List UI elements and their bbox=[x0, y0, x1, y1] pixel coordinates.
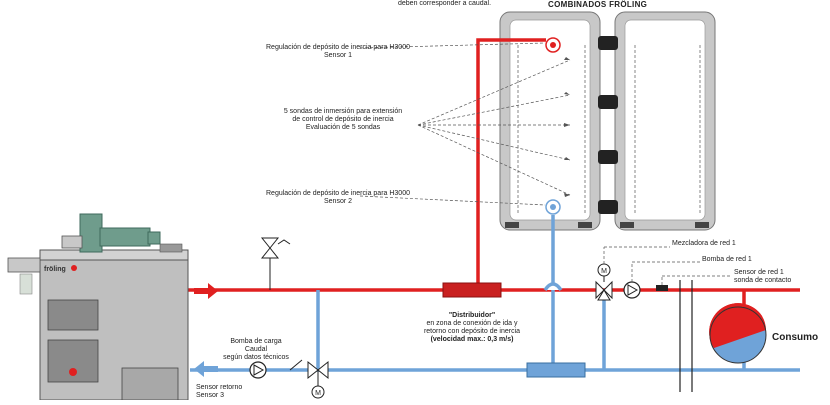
flow-arrow bbox=[194, 283, 218, 299]
motor-symbol-right: M bbox=[601, 268, 607, 275]
tanks-title: COMBINADOS FRÖLING bbox=[548, 0, 648, 9]
loading-pump bbox=[249, 361, 267, 379]
network-mixing-valve bbox=[595, 263, 613, 301]
boiler-brand: fröling bbox=[44, 266, 66, 273]
tank-connectors bbox=[598, 36, 618, 214]
mixer-label: Mezcladora de red 1 bbox=[672, 240, 736, 247]
distributor-label: "Distribuidor" en zona de conexión de id… bbox=[423, 312, 521, 343]
network-sensor-label: Sensor de red 1 sonda de contacto bbox=[734, 269, 792, 284]
loading-pump-label: Bomba de carga Caudal según datos técnic… bbox=[223, 338, 289, 361]
boiler bbox=[7, 213, 189, 401]
tank-left-inner bbox=[509, 19, 591, 221]
pump-label: Bomba de red 1 bbox=[702, 256, 752, 263]
sensor-1-label: Regulación de depósito de inercia para H… bbox=[266, 44, 410, 59]
distributor-flow bbox=[442, 282, 502, 298]
motor-symbol-left: M bbox=[315, 390, 321, 397]
network-sensor bbox=[656, 285, 668, 291]
network-pump bbox=[623, 281, 641, 299]
consumer-circle bbox=[709, 303, 767, 364]
return-sensor-label: Sensor retorno Sensor 3 bbox=[196, 384, 243, 399]
return-arrow bbox=[194, 361, 218, 377]
immersion-sensors-label: 5 sondas de inmersión para extensión de … bbox=[283, 108, 403, 131]
return-mixing-valve bbox=[307, 360, 329, 399]
return-pipes bbox=[190, 215, 800, 372]
safety-valve bbox=[260, 237, 291, 290]
sensor-2-label: Regulación de depósito de inercia para H… bbox=[266, 190, 410, 205]
buffer-tanks bbox=[499, 11, 716, 231]
distributor-return bbox=[526, 362, 586, 378]
consumer-label: Consumo bbox=[772, 332, 819, 343]
tank-right-inner bbox=[624, 19, 706, 221]
top-note: deben corresponder a caudal. bbox=[398, 0, 492, 7]
